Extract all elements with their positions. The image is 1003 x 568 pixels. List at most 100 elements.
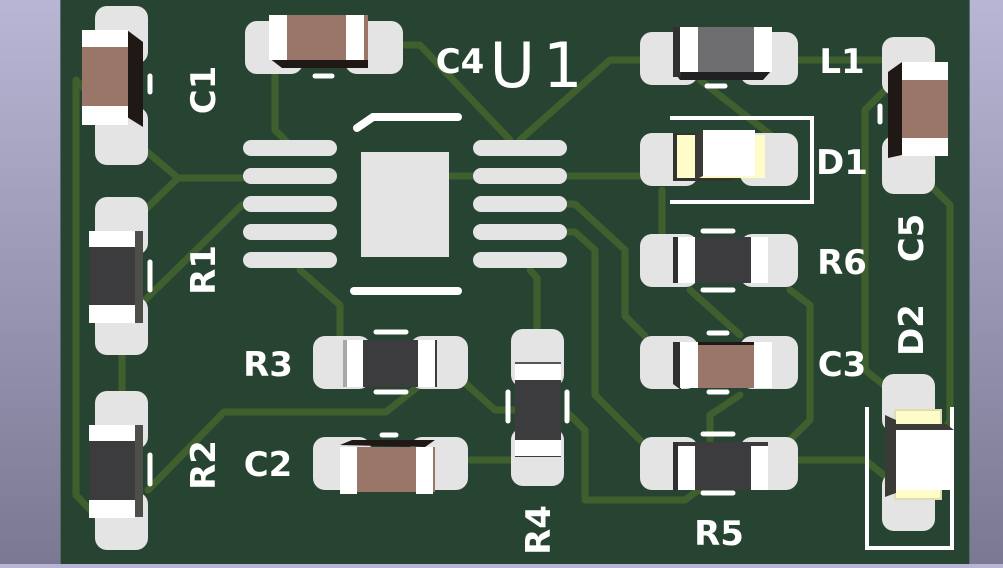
- reference-label-R3: R3: [243, 345, 293, 385]
- component-C3[interactable]: [640, 330, 798, 395]
- reference-label-C5: C5: [892, 214, 932, 263]
- component-C4[interactable]: [245, 15, 403, 79]
- terminal: [346, 15, 364, 60]
- trace: [141, 174, 182, 214]
- trace: [861, 86, 894, 394]
- reference-label-R5: R5: [694, 514, 744, 554]
- trace: [686, 286, 744, 339]
- component-R5[interactable]: [640, 431, 798, 496]
- pad: [473, 196, 567, 212]
- terminal: [751, 237, 768, 283]
- trace: [561, 228, 644, 444]
- terminal: [678, 446, 695, 490]
- trace: [461, 379, 524, 414]
- component-R1[interactable]: [89, 197, 153, 355]
- terminal: [82, 30, 128, 47]
- ic-pads-right: [473, 140, 567, 268]
- led-body-side: [695, 130, 703, 180]
- reference-label-U1: U1: [490, 29, 591, 102]
- pad: [473, 140, 567, 156]
- terminal: [754, 342, 772, 388]
- terminal: [754, 27, 772, 72]
- trace: [516, 56, 644, 144]
- ic-pads-left: [243, 140, 337, 268]
- terminal: [89, 305, 135, 323]
- thermal-pad: [361, 152, 449, 257]
- trace: [526, 266, 541, 334]
- led-body-top: [885, 424, 954, 430]
- component-body-side: [134, 231, 143, 323]
- pad: [243, 168, 337, 184]
- trace: [561, 200, 649, 340]
- component-D2[interactable]: [865, 374, 954, 550]
- component-C2[interactable]: [313, 432, 468, 494]
- led-body: [896, 430, 954, 490]
- terminal: [82, 106, 128, 125]
- copper-traces: [72, 41, 954, 524]
- trace: [926, 181, 954, 434]
- terminal: [416, 447, 433, 494]
- component-body-side: [134, 425, 143, 517]
- pad: [473, 224, 567, 240]
- component-U1[interactable]: [243, 113, 567, 295]
- terminal: [418, 340, 435, 387]
- reference-label-C4: C4: [436, 42, 485, 82]
- terminal: [902, 62, 948, 80]
- pad: [243, 140, 337, 156]
- component-body-side: [888, 62, 902, 158]
- terminal: [347, 340, 363, 387]
- terminal: [89, 231, 135, 247]
- terminal: [269, 15, 287, 60]
- component-body-side: [673, 237, 681, 283]
- reference-label-D1: D1: [816, 143, 868, 183]
- terminal: [515, 363, 561, 380]
- pad: [243, 252, 337, 268]
- terminal: [89, 425, 135, 441]
- component-body-side: [673, 70, 772, 80]
- component-body-side: [340, 440, 435, 447]
- terminal: [515, 440, 561, 456]
- reference-label-D2: D2: [892, 304, 932, 356]
- terminal: [680, 342, 698, 388]
- reference-label-C3: C3: [818, 345, 867, 385]
- component-body-side: [673, 27, 681, 77]
- component-body-side: [673, 342, 681, 390]
- component-C5[interactable]: [877, 37, 948, 194]
- terminal: [678, 237, 695, 283]
- silkscreen-outline: [670, 116, 814, 204]
- component-R4[interactable]: [505, 329, 570, 486]
- pad: [243, 196, 337, 212]
- pad: [473, 252, 567, 268]
- reference-label-L1: L1: [819, 42, 864, 82]
- component-body-side: [269, 58, 368, 68]
- reference-label-R4: R4: [519, 505, 559, 555]
- component-R2[interactable]: [89, 391, 153, 550]
- component-D1[interactable]: [640, 116, 814, 204]
- terminal: [751, 446, 768, 490]
- component-L1[interactable]: [640, 27, 798, 89]
- trace: [396, 41, 514, 144]
- reference-label-C2: C2: [244, 445, 293, 485]
- pad: [473, 168, 567, 184]
- trace: [564, 409, 709, 504]
- led-body-side: [885, 415, 896, 497]
- component-body-side: [127, 30, 143, 127]
- component-body-side: [673, 442, 681, 490]
- trace: [144, 381, 424, 494]
- pin1-marker: [353, 113, 462, 132]
- component-R3[interactable]: [313, 329, 468, 395]
- component-C1[interactable]: [82, 6, 153, 165]
- terminal: [340, 447, 357, 494]
- terminal: [89, 500, 135, 518]
- trace: [296, 266, 344, 339]
- reference-label-C1: C1: [184, 66, 224, 115]
- led-body: [703, 130, 755, 176]
- terminal: [902, 138, 948, 156]
- trace: [141, 201, 246, 304]
- reference-label-R6: R6: [817, 243, 867, 283]
- component-R6[interactable]: [640, 228, 798, 293]
- reference-label-R2: R2: [184, 440, 224, 490]
- reference-label-R1: R1: [184, 245, 224, 295]
- component-body-side: [343, 340, 349, 387]
